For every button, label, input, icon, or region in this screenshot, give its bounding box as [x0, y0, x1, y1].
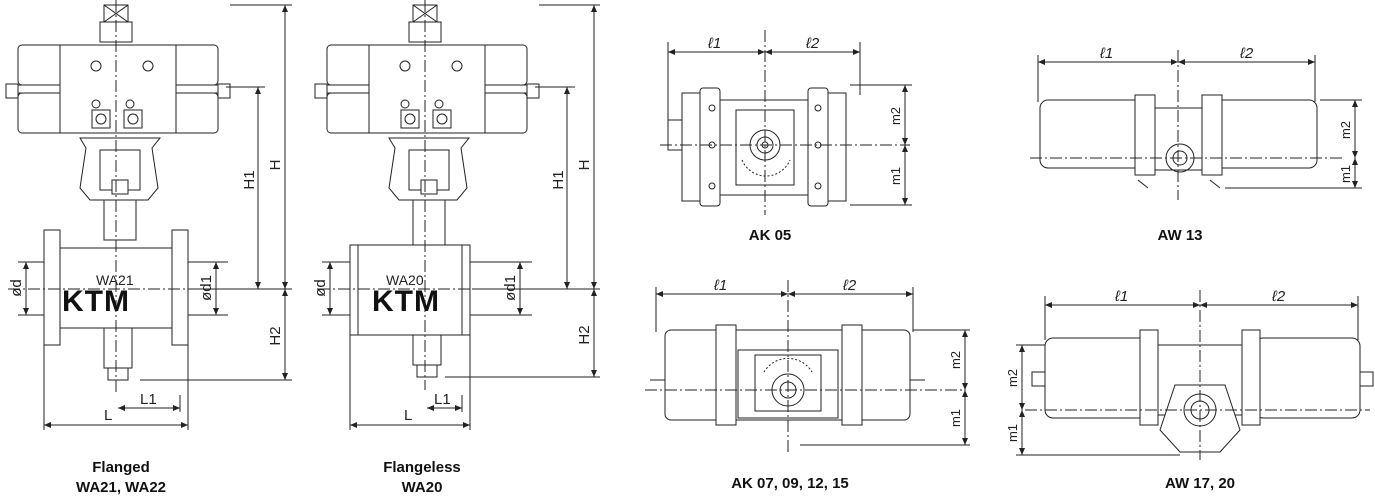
dim-label-L: L — [104, 407, 112, 424]
dim-label-m1: m1 — [948, 409, 963, 427]
dim-label-l2: ℓ2 — [842, 277, 857, 294]
dim-label-l2: ℓ2 — [1239, 45, 1254, 62]
dim-label-l1: ℓ1 — [1099, 45, 1113, 62]
dim-label-l2: ℓ2 — [805, 35, 820, 52]
caption-flanged: Flanged WA21, WA22 — [56, 458, 186, 498]
dim-label-od: ød — [312, 279, 329, 297]
dim-label-m2: m2 — [1338, 121, 1353, 139]
dim-label-m2: m2 — [888, 107, 903, 125]
caption-line: WA20 — [401, 479, 443, 496]
dim-label-L1: L1 — [140, 391, 157, 408]
caption-ak07: AK 07, 09, 12, 15 — [731, 475, 849, 492]
caption-line: Flangeless — [383, 459, 461, 476]
actuator-ak07-drawing — [645, 280, 970, 455]
caption-ak05: AK 05 — [748, 227, 792, 244]
dim-label-l2: ℓ2 — [1271, 288, 1286, 305]
caption-line: WA21, WA22 — [75, 479, 167, 496]
dim-label-H: H — [576, 160, 593, 171]
valve-wa21-drawing — [5, 0, 292, 430]
dim-label-m1: m1 — [888, 167, 903, 185]
model-label-wa20: WA20 — [386, 272, 424, 288]
caption-aw13: AW 13 — [1157, 227, 1203, 244]
model-label-wa21: WA21 — [96, 272, 134, 288]
dim-label-H1: H1 — [241, 170, 258, 189]
actuator-aw13-drawing — [1030, 50, 1362, 200]
dim-label-m2: m2 — [1005, 369, 1020, 387]
dim-label-l1: ℓ1 — [707, 35, 721, 52]
dim-label-od: ød — [8, 279, 25, 297]
dim-label-L1: L1 — [434, 391, 451, 408]
svg-text:KTM: KTM — [372, 285, 440, 318]
dim-label-H2: H2 — [267, 326, 284, 345]
ktm-logo: KTM — [372, 285, 440, 318]
actuator-aw1720-drawing — [1016, 290, 1374, 460]
caption-aw17-20: AW 17, 20 — [1164, 475, 1236, 492]
ktm-logo: KTM — [62, 285, 130, 318]
dim-label-l1: ℓ1 — [713, 277, 727, 294]
dim-label-L: L — [404, 407, 412, 424]
caption-flangeless: Flangeless WA20 — [357, 458, 487, 498]
svg-text:KTM: KTM — [62, 285, 130, 318]
dim-label-H2: H2 — [576, 325, 593, 344]
dim-label-H: H — [267, 160, 284, 171]
dim-label-m1: m1 — [1005, 424, 1020, 442]
dim-label-l1: ℓ1 — [1114, 288, 1128, 305]
dim-label-H1: H1 — [550, 170, 567, 189]
dim-label-od1: ød1 — [502, 275, 519, 301]
dim-label-m1: m1 — [1338, 165, 1353, 183]
caption-line: Flanged — [92, 459, 150, 476]
valve-wa20-drawing — [314, 0, 600, 430]
dim-label-m2: m2 — [948, 351, 963, 369]
dim-label-od1: ød1 — [198, 275, 215, 301]
actuator-ak05-drawing — [660, 30, 912, 215]
